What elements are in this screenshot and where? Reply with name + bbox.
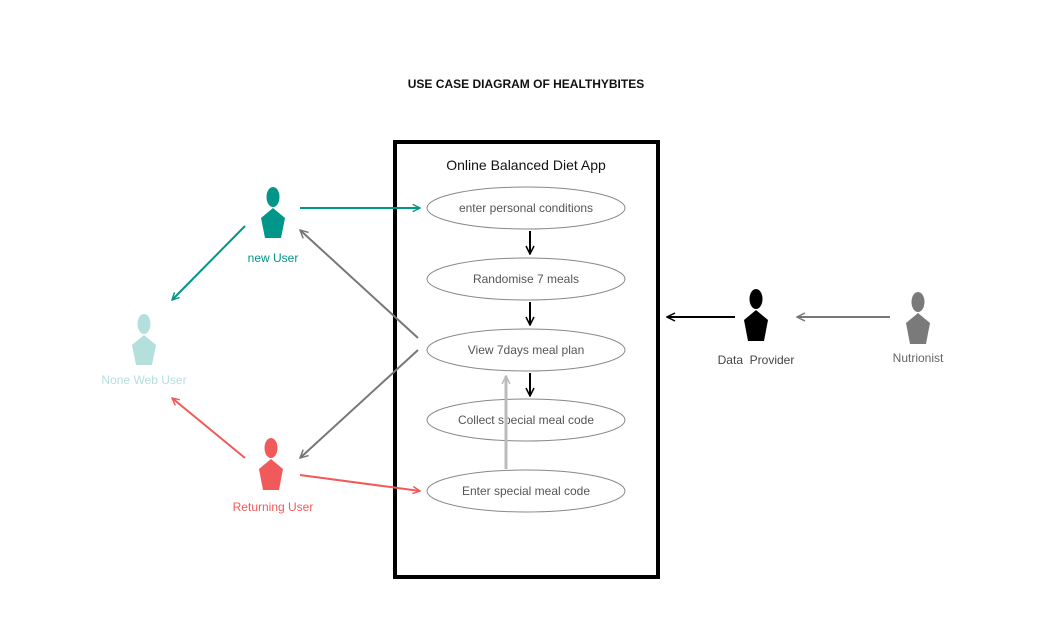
actor-returning-user[interactable]: Returning User bbox=[233, 438, 314, 514]
person-icon-body bbox=[132, 335, 156, 365]
actor-label: Data Provider bbox=[718, 353, 795, 367]
actor-nutrionist[interactable]: Nutrionist bbox=[893, 292, 944, 365]
use-case-collect-special-meal-code[interactable]: Collect special meal code bbox=[426, 398, 626, 442]
use-case-randomise-7-meals[interactable]: Randomise 7 meals bbox=[426, 257, 626, 301]
person-icon-body bbox=[906, 313, 930, 344]
actor-label: new User bbox=[248, 251, 299, 265]
use-case-view-7days-meal-plan[interactable]: View 7days meal plan bbox=[426, 328, 626, 372]
person-icon-body bbox=[259, 459, 283, 490]
use-case-label: Randomise 7 meals bbox=[473, 272, 579, 286]
person-icon bbox=[264, 438, 278, 458]
arrow-view-plan-to-returning-user bbox=[300, 349, 419, 458]
arrow-returning-user-to-enter-code bbox=[299, 474, 420, 491]
use-case-label: enter personal conditions bbox=[459, 201, 593, 215]
arrow-returning-user-to-none-web-user bbox=[172, 398, 246, 459]
system-boundary-box bbox=[393, 140, 660, 579]
use-case-enter-personal-conditions[interactable]: enter personal conditions bbox=[426, 186, 626, 230]
actor-data-provider[interactable]: Data Provider bbox=[718, 289, 795, 367]
system-boundary: Online Balanced Diet App bbox=[393, 140, 660, 579]
actor-label: Nutrionist bbox=[893, 351, 944, 365]
person-icon bbox=[749, 289, 763, 309]
actor-label: Returning User bbox=[233, 500, 314, 514]
arrow-view-plan-to-new-user bbox=[300, 230, 419, 339]
system-title: Online Balanced Diet App bbox=[446, 157, 606, 173]
person-icon bbox=[137, 314, 151, 334]
person-icon bbox=[266, 187, 280, 207]
actor-none-web-user[interactable]: None Web User bbox=[101, 314, 187, 387]
person-icon-body bbox=[744, 310, 768, 341]
actor-new-user[interactable]: new User bbox=[248, 187, 299, 265]
person-icon bbox=[911, 292, 925, 312]
use-case-enter-special-meal-code[interactable]: Enter special meal code bbox=[426, 469, 626, 513]
arrow-new-user-to-none-web-user bbox=[172, 225, 246, 300]
actor-label: None Web User bbox=[101, 373, 186, 387]
person-icon-body bbox=[261, 208, 285, 238]
use-case-label: Collect special meal code bbox=[458, 413, 594, 427]
use-case-label: Enter special meal code bbox=[462, 484, 590, 498]
use-case-label: View 7days meal plan bbox=[468, 343, 585, 357]
diagram-title: USE CASE DIAGRAM OF HEALTHYBITES bbox=[408, 77, 644, 91]
